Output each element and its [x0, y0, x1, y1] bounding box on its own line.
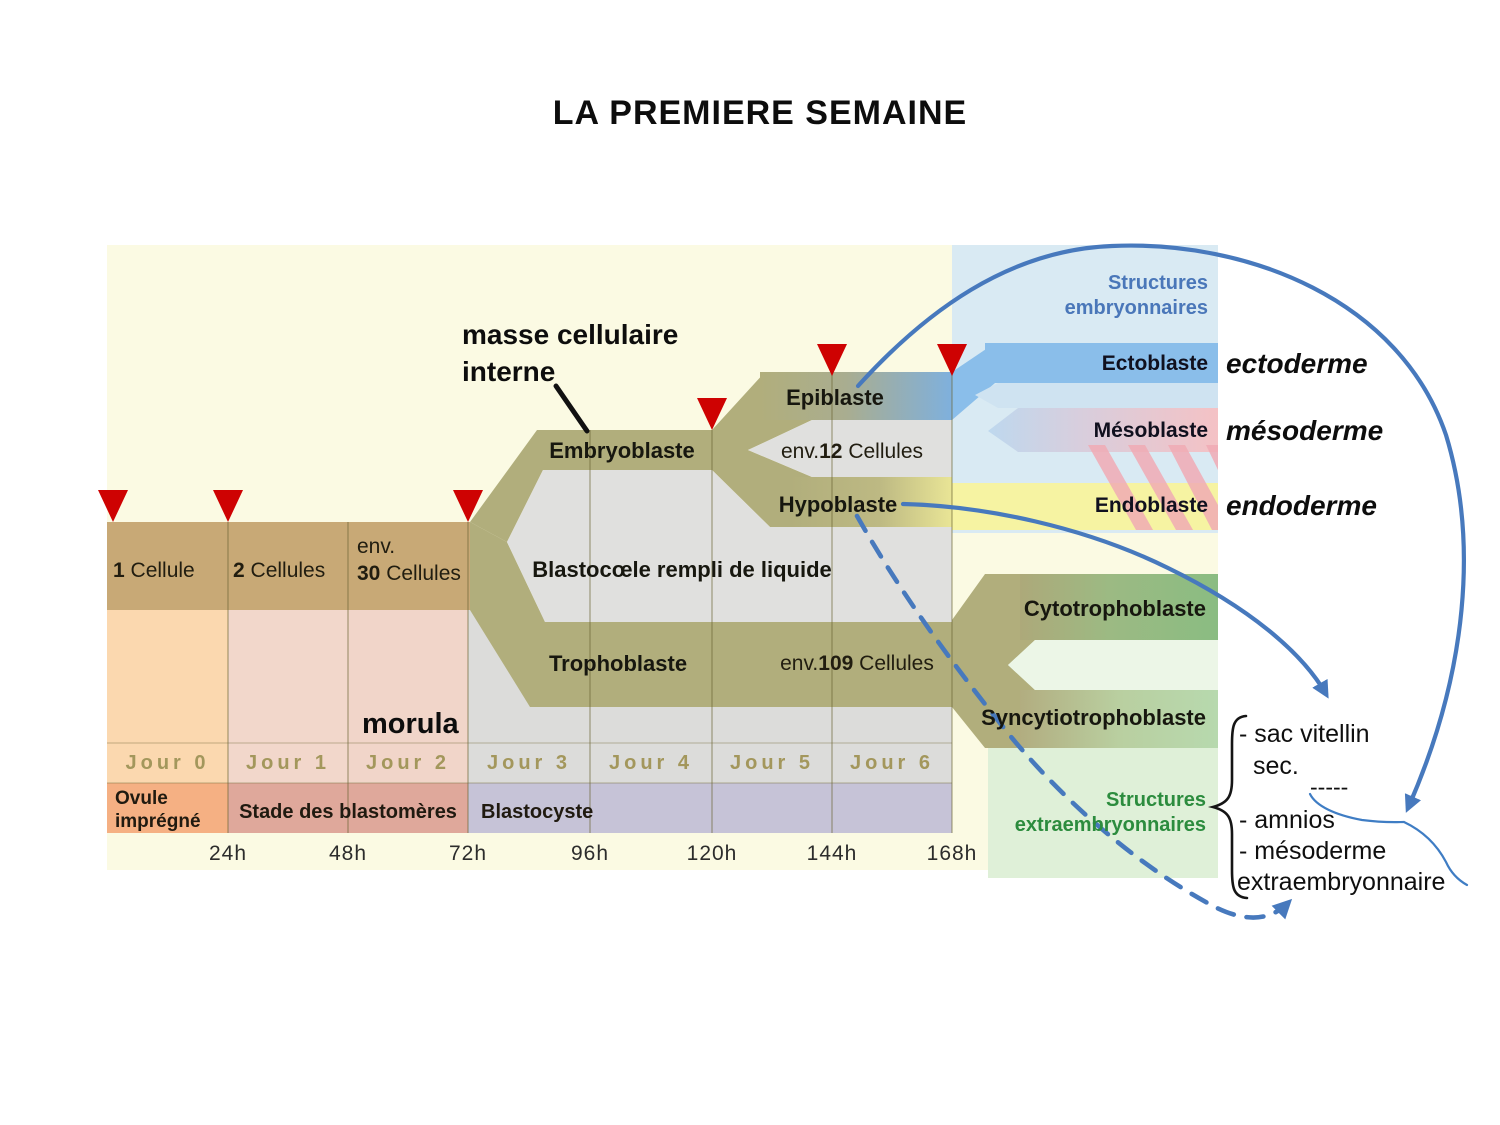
endoblaste-label: Endoblaste — [1094, 494, 1208, 517]
hour-label-72: 72h — [448, 842, 488, 865]
blastomeres-label: Stade des blastomères — [239, 801, 457, 823]
blastocoele-label: Blastocœle rempli de liquide — [532, 557, 832, 582]
hypoblaste-label: Hypoblaste — [778, 492, 898, 517]
trophoblast-interior — [1008, 640, 1218, 690]
hypoblaste-gradient — [790, 477, 952, 527]
mesoderme-label: mésoderme — [1226, 415, 1384, 446]
note-dashes: ----- — [1310, 774, 1349, 800]
marker-triangle-icon — [817, 344, 847, 376]
marker-triangle-icon — [453, 490, 483, 522]
cell-count-1: 1 Cellule — [113, 559, 195, 582]
note-amnios: - amnios — [1239, 806, 1335, 834]
mesoderm-stripe — [1128, 445, 1193, 530]
band-ectoblaste — [985, 343, 1218, 383]
band-cytotrophoblaste — [1020, 574, 1218, 640]
inner-cell-mass-interior — [748, 420, 952, 477]
mesoblaste-label: Mésoblaste — [1093, 419, 1208, 442]
day-label-4: Jour 4 — [608, 752, 694, 774]
hour-label-120: 120h — [686, 842, 738, 865]
cell-count-12: env.12 Cellules — [780, 440, 924, 463]
cell-count-109: env.109 Cellules — [780, 652, 934, 675]
phase-blastocyste-band — [468, 783, 952, 833]
day-label-3: Jour 3 — [486, 752, 572, 774]
cytotrophoblaste-label: Cytotrophoblaste — [1023, 596, 1206, 621]
inner-cell-mass-annotation: masse cellulaire interne — [462, 316, 678, 390]
blastocyste-label: Blastocyste — [481, 801, 594, 823]
band-syncytiotrophoblaste — [1020, 690, 1218, 748]
endoderme-label: endoderme — [1226, 490, 1377, 521]
arrow-epiblaste-to-amnios — [855, 243, 1466, 813]
day-label-1: Jour 1 — [245, 752, 331, 774]
cell-count-30: env. 30 Cellules — [357, 535, 461, 585]
ectoderme-label: ectoderme — [1226, 348, 1368, 379]
hour-label-144: 144h — [806, 842, 858, 865]
column-day1 — [228, 610, 348, 783]
note-extraembryonnaire: extraembryonnaire — [1237, 868, 1446, 896]
syncytiotrophoblaste-label: Syncytiotrophoblaste — [981, 705, 1206, 730]
cell-count-2: 2 Cellules — [233, 559, 326, 582]
note-sac-vitellin: - sac vitellin — [1239, 720, 1370, 748]
epiblaste-label: Epiblaste — [786, 385, 884, 410]
mesoderm-stripe — [1088, 445, 1153, 530]
hour-label-168: 168h — [926, 842, 978, 865]
band-mesoblaste — [988, 408, 1218, 452]
mesoderm-stripe — [1168, 445, 1218, 530]
note-mesoderme: - mésoderme — [1239, 837, 1387, 865]
inner-cell-mass-line1: masse cellulaire — [462, 319, 679, 350]
trophoblaste-label: Trophoblaste — [548, 651, 688, 676]
note-sec: sec. — [1253, 752, 1299, 780]
structures-extraembryonnaires-label: Structures extraembryonnaires — [1014, 789, 1206, 836]
morula-label: morula — [362, 708, 459, 740]
event-markers — [98, 344, 967, 522]
page-title: LA PREMIERE SEMAINE — [552, 94, 968, 132]
marker-triangle-icon — [937, 344, 967, 376]
band-embryoblaste — [470, 430, 712, 542]
hour-label-24: 24h — [208, 842, 248, 865]
embryoblaste-label: Embryoblaste — [549, 438, 695, 463]
marker-triangle-icon — [98, 490, 128, 522]
brace — [1207, 714, 1249, 900]
ovule-impregne-label: Ovule imprégné — [115, 788, 201, 832]
ectoblaste-label: Ectoblaste — [1101, 352, 1208, 375]
trophoblaste-fork — [952, 574, 1035, 748]
hour-label-48: 48h — [328, 842, 368, 865]
ectoblaste-mesoblaste-connector — [975, 383, 1218, 408]
blastocoele-interior — [507, 470, 952, 622]
mesoderm-stripe — [1206, 445, 1218, 470]
cell-count-band — [107, 522, 470, 610]
squiggle-connector — [1308, 792, 1469, 887]
day-label-2: Jour 2 — [365, 752, 451, 774]
day-label-0: Jour 0 — [125, 752, 210, 774]
day-divider-lines — [227, 372, 953, 833]
marker-triangle-icon — [697, 398, 727, 430]
column-day2 — [348, 610, 468, 783]
marker-triangle-icon — [213, 490, 243, 522]
pointer-line — [553, 383, 590, 434]
day-label-5: Jour 5 — [729, 752, 815, 774]
ectoblaste-bridge — [952, 343, 995, 420]
phase-ovule-band — [107, 783, 228, 833]
arrow-hypoblaste-to-sac-vitellin — [900, 501, 1329, 699]
structures-embryonnaires-label: Structures embryonnaires — [1064, 272, 1208, 319]
day-label-6: Jour 6 — [849, 752, 935, 774]
column-day0 — [107, 610, 228, 783]
hour-label-96: 96h — [570, 842, 610, 865]
inner-cell-mass-line2: interne — [462, 356, 556, 387]
epiblaste-gradient — [760, 372, 952, 420]
